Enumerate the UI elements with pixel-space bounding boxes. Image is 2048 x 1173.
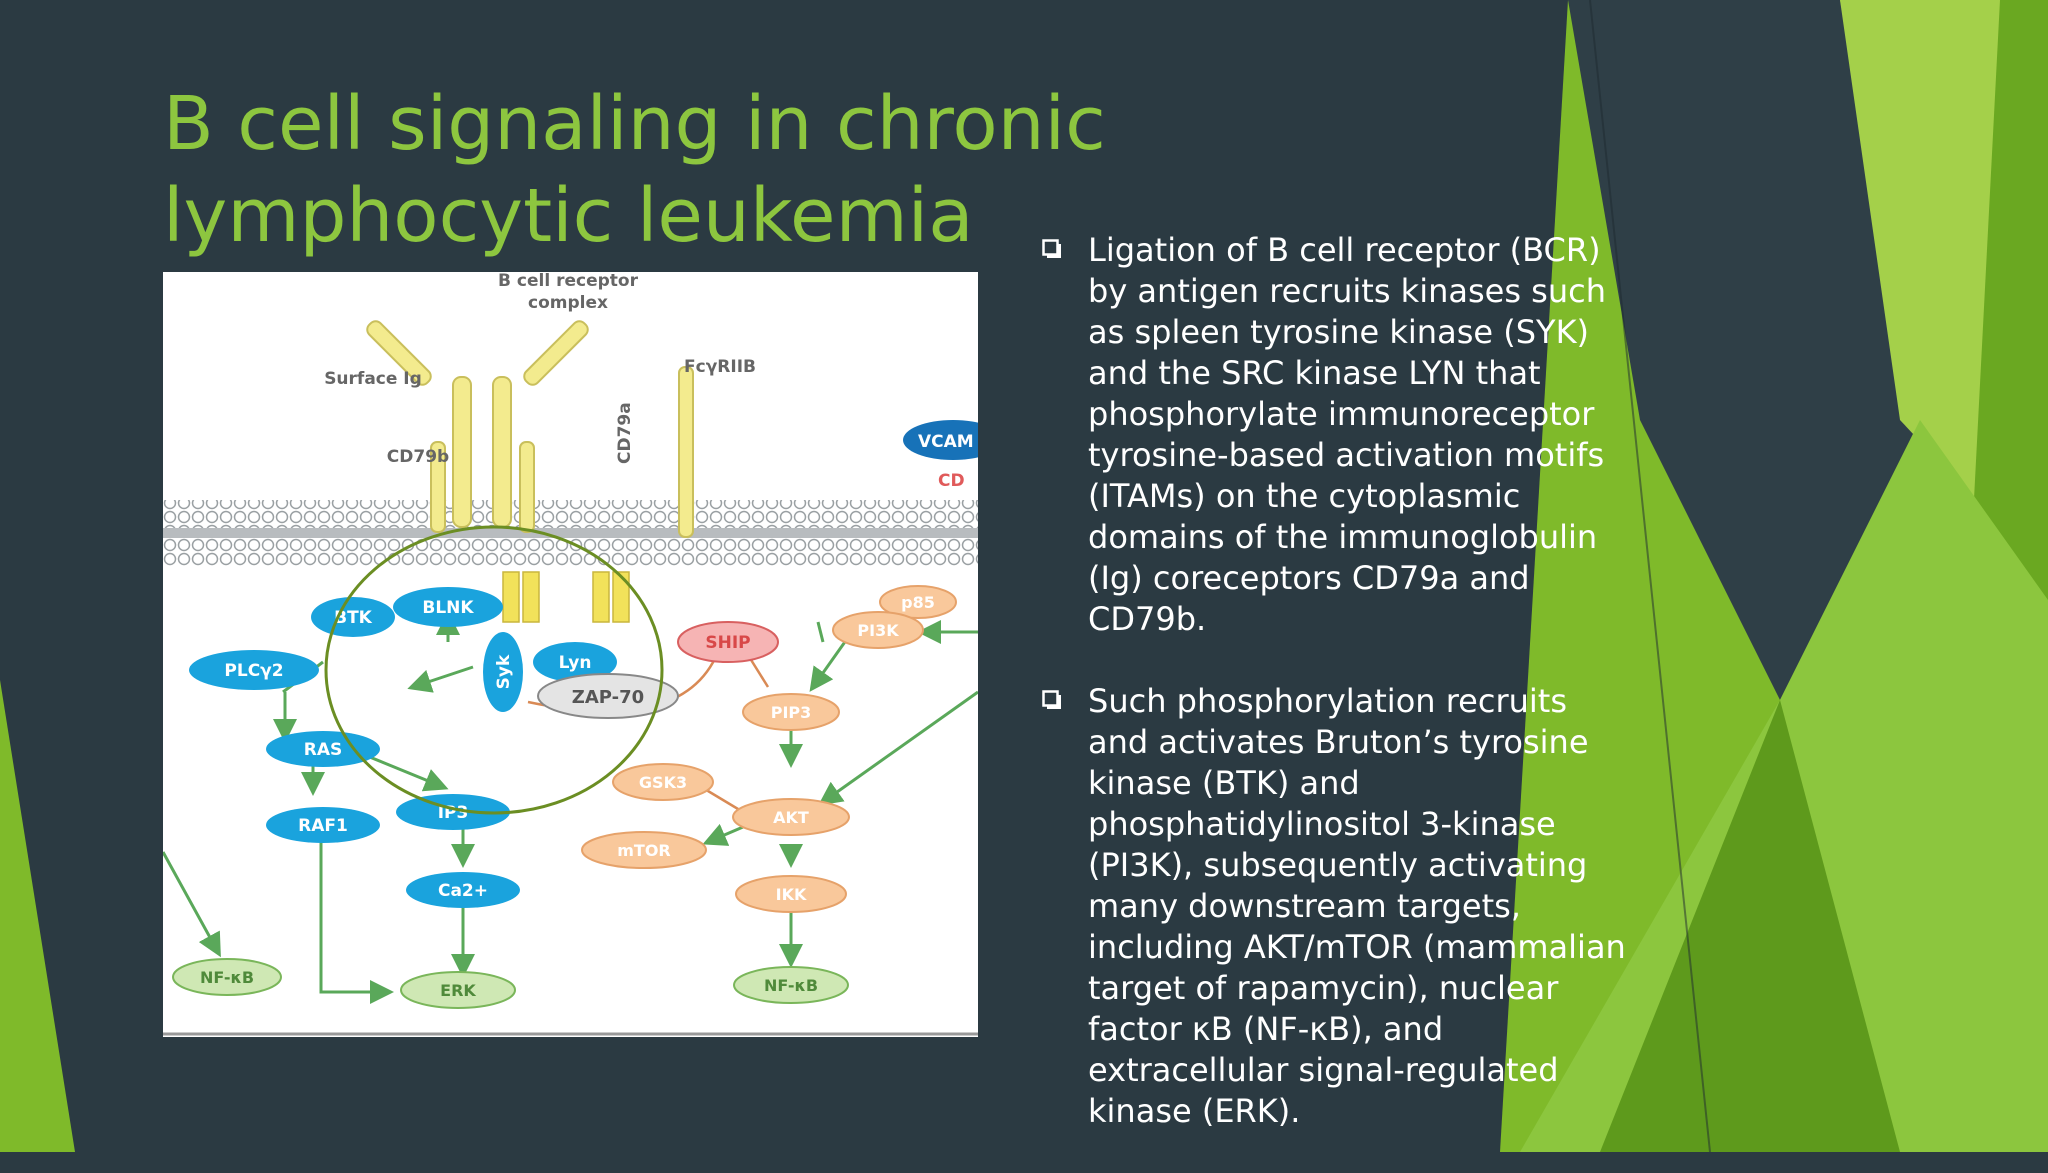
pathway-figure: B cell receptor complex Surface Ig FcγRI… xyxy=(163,272,978,1036)
node-erk: ERK xyxy=(400,971,516,1009)
label-surface-ig: Surface Ig xyxy=(324,369,422,389)
node-btk-label: BTK xyxy=(334,608,373,628)
node-ship: SHIP xyxy=(677,621,779,663)
node-zap70-label: ZAP-70 xyxy=(572,687,644,708)
decor-line xyxy=(1589,0,1711,1152)
right-light-wedge xyxy=(1840,0,2010,500)
membrane-core xyxy=(163,528,978,538)
node-erk-label: ERK xyxy=(440,981,476,1000)
node-syk-label: Syk xyxy=(494,654,514,689)
node-nfkb-right: NF-κB xyxy=(733,966,849,1004)
bullet-item: Ligation of B cell receptor (BCR) by ant… xyxy=(1040,230,1630,640)
node-nfkb-right-label: NF-κB xyxy=(764,976,818,995)
label-fcgriib: FcγRIIB xyxy=(684,357,756,377)
right-bottom-shard xyxy=(1600,700,1900,1152)
node-mtor-label: mTOR xyxy=(617,841,671,860)
node-ras: RAS xyxy=(266,731,380,767)
node-ca-label: Ca2+ xyxy=(438,881,488,901)
itam-tails xyxy=(502,571,630,623)
node-blnk: BLNK xyxy=(393,587,503,627)
bcr-receptor xyxy=(366,320,694,538)
node-mtor: mTOR xyxy=(581,831,707,869)
node-ras-label: RAS xyxy=(304,740,343,760)
bcr-signaling-diagram: B cell receptor complex Surface Ig FcγRI… xyxy=(163,272,978,1037)
checkbox-bullet-icon xyxy=(1042,239,1061,258)
node-gsk3-label: GSK3 xyxy=(639,773,687,792)
label-bcr-complex: B cell receptor xyxy=(498,272,639,291)
node-ikk-label: IKK xyxy=(776,885,807,904)
node-lyn-label: Lyn xyxy=(559,653,592,673)
bullet-item: Such phosphorylation recruits and activa… xyxy=(1040,681,1630,1132)
vcam-node xyxy=(903,420,978,460)
node-btk: BTK xyxy=(311,597,395,637)
cd-cut-label: CD xyxy=(938,471,965,491)
node-ship-label: SHIP xyxy=(705,633,750,653)
vcam-label: VCAM xyxy=(918,432,974,452)
node-raf1: RAF1 xyxy=(266,807,380,843)
node-plcg2-label: PLCγ2 xyxy=(224,661,283,681)
bullet-text: Ligation of B cell receptor (BCR) by ant… xyxy=(1088,231,1606,638)
node-p85: p85 xyxy=(879,585,957,619)
left-green-shard xyxy=(0,680,75,1152)
bullet-list: Ligation of B cell receptor (BCR) by ant… xyxy=(1040,230,1630,1173)
node-ikk: IKK xyxy=(735,875,847,913)
right-dark-wedge xyxy=(1568,0,1920,700)
node-ip3: IP3 xyxy=(396,794,510,830)
node-blnk-label: BLNK xyxy=(422,598,474,618)
node-raf1-label: RAF1 xyxy=(298,816,348,836)
label-cd79a: CD79a xyxy=(615,402,635,464)
node-pip3: PIP3 xyxy=(742,693,840,731)
node-pi3k-label: PI3K xyxy=(857,621,899,640)
slide-title: B cell signaling in chronic lymphocytic … xyxy=(163,81,1106,259)
highlight-circle xyxy=(324,525,664,815)
node-gsk3: GSK3 xyxy=(612,763,714,801)
node-nfkb-left-label: NF-κB xyxy=(200,968,254,987)
label-bcr-complex-2: complex xyxy=(528,293,608,313)
node-p85-label: p85 xyxy=(901,593,935,612)
node-syk: Syk xyxy=(483,632,523,712)
bullet-text: Such phosphorylation recruits and activa… xyxy=(1088,682,1626,1130)
node-pip3-label: PIP3 xyxy=(771,703,812,722)
node-zap70: ZAP-70 xyxy=(537,673,679,719)
node-plcg2: PLCγ2 xyxy=(189,650,319,690)
label-cd79b: CD79b xyxy=(387,447,449,467)
node-nfkb-left: NF-κB xyxy=(172,958,282,996)
node-akt: AKT xyxy=(732,798,850,836)
node-akt-label: AKT xyxy=(773,808,809,827)
checkbox-bullet-icon xyxy=(1042,690,1061,709)
node-lyn: Lyn xyxy=(533,642,617,682)
node-pi3k: PI3K xyxy=(832,611,924,649)
node-ca: Ca2+ xyxy=(406,872,520,908)
